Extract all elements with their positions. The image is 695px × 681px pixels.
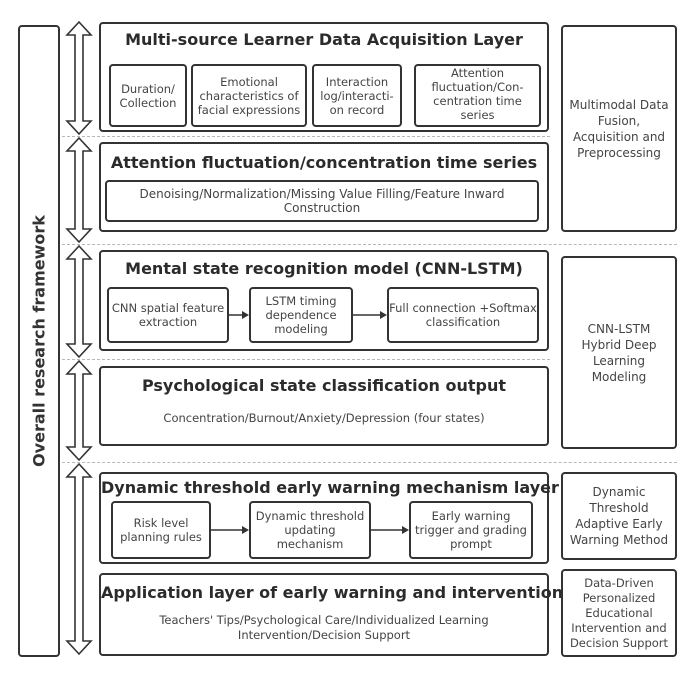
side-panel-data-fusion: Multimodal Data Fusion, Acquisition and …	[561, 25, 677, 232]
layer-recognition-model: Mental state recognition model (CNN-LSTM…	[99, 250, 549, 351]
side-panel-early-warning-method: Dynamic Threshold Adaptive Early Warning…	[561, 472, 677, 560]
layer-title: Attention fluctuation/concentration time…	[110, 153, 538, 172]
layer-title: Mental state recognition model (CNN-LSTM…	[125, 259, 523, 278]
separator	[62, 136, 550, 137]
layer-arrows	[65, 20, 93, 656]
warning-step: Risk level planning rules	[111, 501, 211, 559]
double-arrow-icon	[65, 462, 93, 656]
arrow-right-icon	[353, 311, 387, 319]
preprocessing-steps: Denoising/Normalization/Missing Value Fi…	[105, 180, 539, 222]
layer-description: Teachers' Tips/Psychological Care/Indivi…	[159, 613, 489, 642]
source-item: Emotional characteristics of facial expr…	[191, 64, 307, 127]
side-panel-intervention: Data-Driven Personalized Educational Int…	[561, 569, 677, 657]
source-item: Attention fluctuation/Con- centration ti…	[414, 64, 541, 127]
side-panel-deep-learning: CNN-LSTM Hybrid Deep Learning Modeling	[561, 256, 677, 449]
layer-classification-output: Psychological state classification outpu…	[99, 366, 549, 446]
layer-early-warning: Dynamic threshold early warning mechanis…	[99, 472, 559, 564]
model-step: Full connection +Softmax classification	[387, 287, 539, 343]
arrow-right-icon	[371, 526, 409, 534]
framework-label-box: Overall research framework	[18, 25, 60, 657]
double-arrow-icon	[65, 136, 93, 244]
separator	[62, 359, 550, 360]
layer-data-acquisition: Multi-source Learner Data Acquisition La…	[99, 22, 549, 132]
arrow-right-icon	[211, 526, 249, 534]
arrow-right-icon	[229, 311, 249, 319]
warning-step: Dynamic threshold updating mechanism	[249, 501, 371, 559]
model-step: CNN spatial feature extraction	[107, 287, 229, 343]
layer-title: Psychological state classification outpu…	[141, 376, 507, 395]
double-arrow-icon	[65, 359, 93, 462]
double-arrow-icon	[65, 244, 93, 359]
layer-title: Application layer of early warning and i…	[101, 583, 564, 602]
layer-description: Concentration/Burnout/Anxiety/Depression…	[163, 411, 485, 425]
source-item: Interaction log/interacti- on record	[312, 64, 402, 127]
warning-step: Early warning trigger and grading prompt	[409, 501, 533, 559]
layer-preprocessing: Attention fluctuation/concentration time…	[99, 142, 549, 232]
model-step: LSTM timing dependence modeling	[249, 287, 353, 343]
separator	[62, 462, 677, 463]
layer-title: Dynamic threshold early warning mechanis…	[101, 478, 559, 497]
separator	[62, 244, 677, 245]
double-arrow-icon	[65, 20, 93, 136]
layer-application: Application layer of early warning and i…	[99, 573, 564, 656]
layer-title: Multi-source Learner Data Acquisition La…	[125, 30, 523, 49]
source-item: Duration/ Collection	[109, 64, 187, 127]
